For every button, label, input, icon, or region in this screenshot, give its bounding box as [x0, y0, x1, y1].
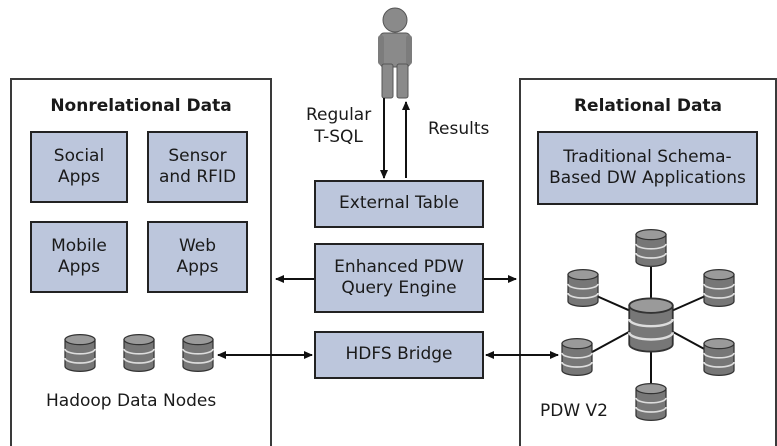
sensor-rfid-box: Sensor and RFID — [147, 131, 248, 203]
hadoop-node-icon — [182, 333, 214, 373]
hdfs-bridge-box: HDFS Bridge — [314, 331, 484, 379]
user-icon — [378, 7, 412, 99]
traditional-dw-apps-box: Traditional Schema- Based DW Application… — [537, 131, 758, 205]
hadoop-node-icon — [64, 333, 96, 373]
pdw-node-icon — [635, 228, 667, 268]
pdw-node-icon — [567, 268, 599, 308]
pdw-v2-label: PDW V2 — [540, 401, 608, 421]
pdw-node-icon — [703, 337, 735, 377]
external-table-box: External Table — [314, 180, 484, 228]
pdw-node-icon — [635, 382, 667, 422]
hadoop-node-icon — [123, 333, 155, 373]
enhanced-pdw-query-engine-box: Enhanced PDW Query Engine — [314, 243, 484, 313]
pdw-control-node-icon — [628, 297, 674, 353]
regular-tsql-label: Regular T-SQL — [306, 105, 372, 148]
hadoop-data-nodes-label: Hadoop Data Nodes — [46, 391, 217, 411]
web-apps-box: Web Apps — [147, 221, 248, 293]
mobile-apps-box: Mobile Apps — [30, 221, 128, 293]
pdw-node-icon — [703, 268, 735, 308]
pdw-node-icon — [561, 337, 593, 377]
results-label: Results — [428, 119, 490, 139]
relational-data-title: Relational Data — [573, 96, 723, 116]
social-apps-box: Social Apps — [30, 131, 128, 203]
nonrelational-data-title: Nonrelational Data — [50, 96, 232, 116]
